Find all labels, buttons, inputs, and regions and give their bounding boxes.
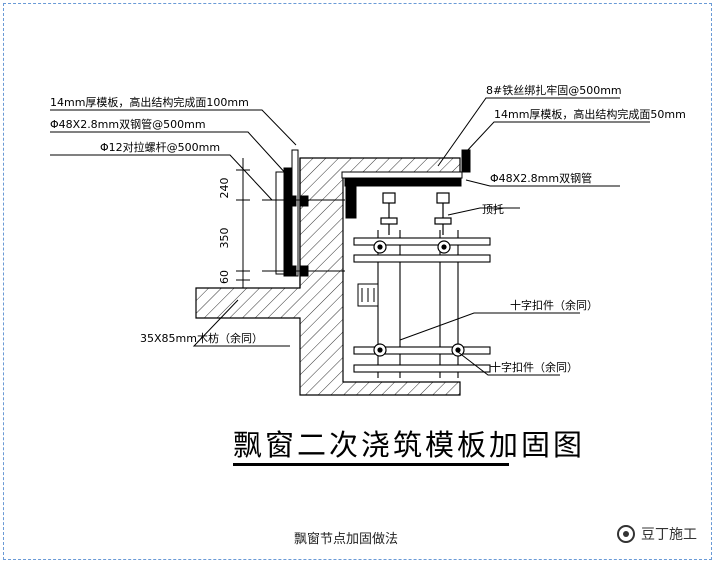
tie-rods — [262, 195, 345, 277]
brand-name: 豆丁施工 — [641, 527, 697, 543]
drawing-title: 飘窗二次浇筑模板加固图 — [233, 428, 586, 462]
left-formwork — [275, 149, 299, 277]
label-coupler-2: 十字扣件（余同） — [490, 360, 578, 374]
horizontal-tubes — [353, 237, 491, 373]
dim-350: 350 — [218, 228, 231, 249]
label-jack: 顶托 — [482, 202, 504, 216]
label-wire-binding: 8#铁丝绑扎牢固@500mm — [486, 83, 622, 97]
label-timber: 35X85mm木枋（余同） — [140, 331, 263, 345]
wechat-icon — [617, 525, 635, 543]
label-tie-rod: Φ12对拉螺杆@500mm — [100, 140, 220, 154]
drawing-frame — [3, 3, 712, 560]
concrete-structure — [195, 157, 461, 396]
dim-60: 60 — [218, 270, 231, 284]
leader-lines — [50, 97, 650, 376]
label-double-tube: Φ48X2.8mm双钢管 — [490, 171, 592, 185]
slab-bracket — [357, 283, 379, 307]
brand-watermark: 豆丁施工 — [617, 524, 697, 544]
title-underline — [233, 463, 509, 466]
top-formwork — [341, 149, 471, 219]
dimension-line — [236, 158, 250, 288]
cross-couplers — [373, 240, 465, 357]
figure-caption: 飘窗节点加固做法 — [294, 532, 399, 547]
label-double-tube-500: Φ48X2.8mm双钢管@500mm — [50, 117, 206, 131]
dim-240: 240 — [218, 178, 231, 199]
top-jacks — [380, 192, 452, 235]
label-coupler-1: 十字扣件（余同） — [510, 298, 598, 312]
label-formwork-100mm: 14mm厚模板，高出结构完成面100mm — [50, 95, 249, 109]
label-formwork-50mm: 14mm厚模板，高出结构完成面50mm — [494, 107, 686, 121]
